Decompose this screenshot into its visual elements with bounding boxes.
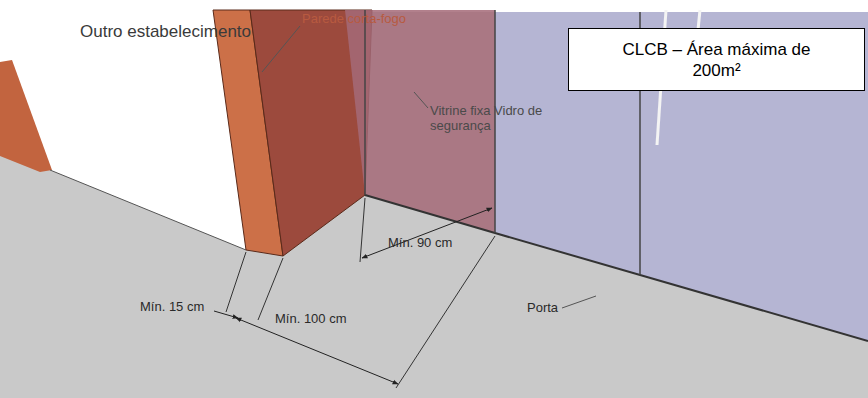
- frame-line: [364, 10, 366, 195]
- frame-line: [494, 10, 496, 233]
- title-box: CLCB – Área máxima de 200m²: [568, 28, 865, 91]
- wall-base: [50, 170, 246, 250]
- door-handle: [698, 10, 700, 30]
- text-label: Porta: [527, 301, 558, 316]
- dimension-line: [236, 318, 398, 384]
- leader-line: [562, 296, 596, 308]
- text-label: Outro estabelecimento: [80, 22, 251, 42]
- dimension-line: [362, 208, 492, 258]
- leader-line: [414, 92, 428, 108]
- extension-line: [396, 236, 495, 388]
- box-text: CLCB – Área máxima de 200m²: [602, 39, 832, 82]
- text-label: Vitrine fixa Vidro de segurança: [430, 104, 550, 134]
- text-label: Mín. 15 cm: [140, 300, 204, 315]
- leader-line: [262, 26, 300, 72]
- extension-line: [258, 258, 283, 320]
- text-label: Mín. 90 cm: [388, 236, 452, 251]
- text-label: Parede corta-fogo: [302, 12, 406, 27]
- text-label: Mín. 100 cm: [275, 312, 347, 327]
- far-wall: [0, 60, 52, 172]
- door-glass: [495, 12, 868, 341]
- extension-line: [360, 198, 365, 262]
- dimension-line: [214, 311, 238, 318]
- extension-line: [226, 252, 246, 312]
